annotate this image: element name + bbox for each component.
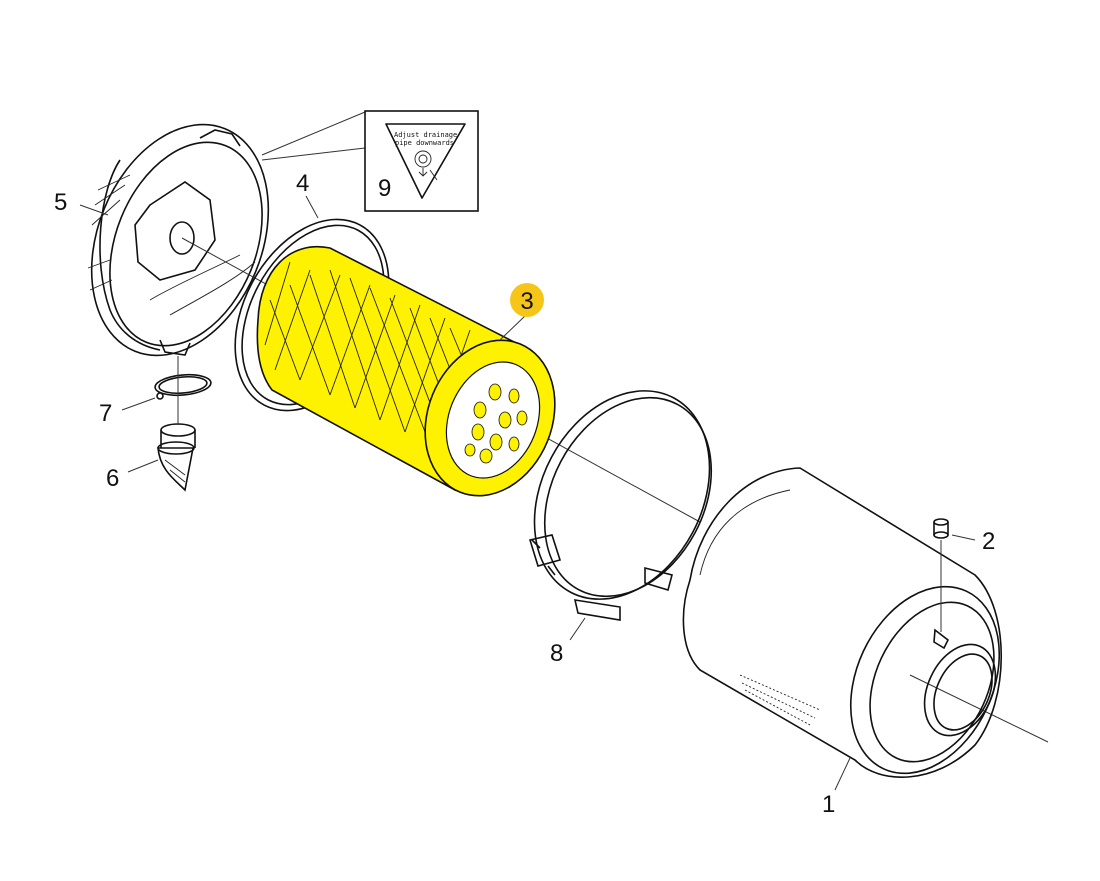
leader-6 (127, 459, 159, 473)
part-9-decal-box[interactable]: Adjust drainage pipe downwards 9 (261, 110, 479, 212)
part-5-end-cover[interactable] (59, 98, 301, 382)
part-2-cap[interactable] (933, 518, 949, 632)
leader-1 (834, 757, 851, 791)
callout-3: 3 (520, 288, 533, 315)
callout-4: 4 (296, 170, 309, 197)
callout-2: 2 (982, 528, 995, 555)
callout-7: 7 (99, 400, 112, 427)
decal-line-2: pipe downwards (395, 139, 454, 147)
part-7-circlip[interactable] (154, 373, 212, 400)
part-1-housing[interactable] (682, 467, 1028, 798)
callout-8: 8 (550, 640, 563, 667)
part-8-clamp-band[interactable] (500, 360, 745, 629)
callout-5: 5 (54, 189, 67, 216)
part-6-drain-valve[interactable] (157, 356, 196, 492)
part-3-filter-element[interactable] (256, 245, 577, 516)
callout-9: 9 (378, 175, 391, 202)
perforation-holes (464, 383, 528, 464)
decal-line-1: Adjust drainage (394, 131, 457, 139)
leader-2 (951, 534, 976, 541)
leader-7 (121, 397, 156, 411)
callout-6: 6 (106, 465, 119, 492)
callout-3-badge: 3 (510, 283, 544, 317)
leader-8 (569, 617, 586, 641)
leader-3 (499, 314, 527, 341)
leader-5 (79, 204, 109, 216)
callout-1: 1 (822, 791, 835, 818)
leader-4 (305, 195, 319, 219)
